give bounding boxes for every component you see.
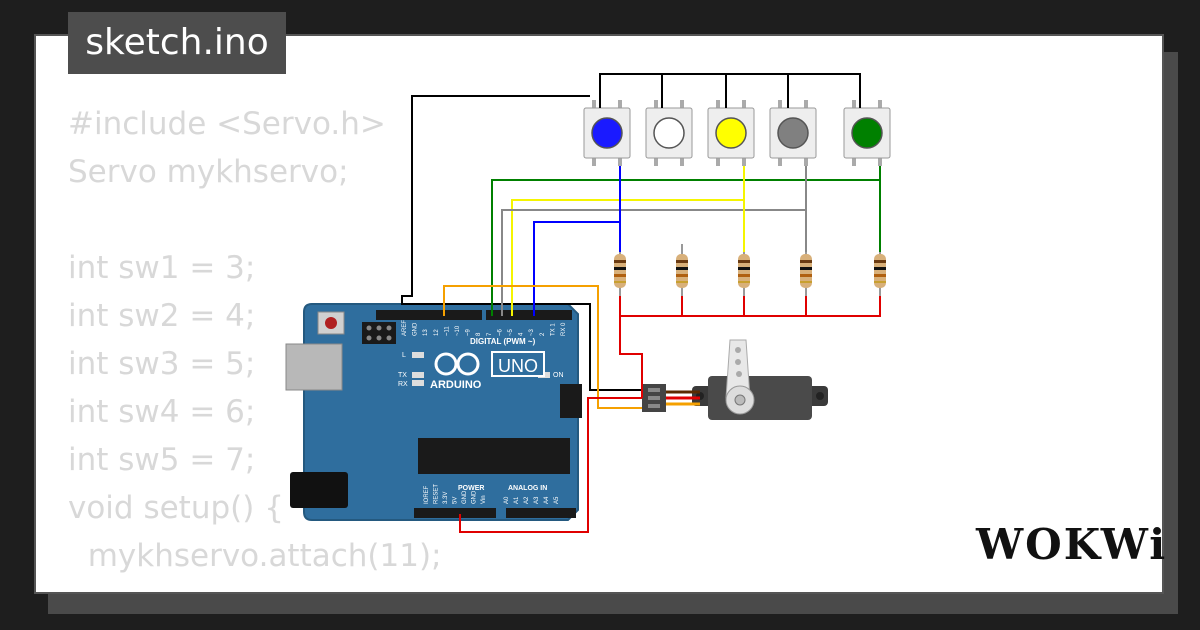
- on-label: ON: [553, 372, 564, 379]
- led-rx: [412, 380, 424, 386]
- pin-label: GND: [472, 490, 478, 504]
- button-cap[interactable]: [715, 117, 747, 149]
- pin-label: A0: [504, 496, 510, 504]
- pin-label: 8: [476, 332, 482, 336]
- pin-label: 12: [434, 329, 440, 336]
- pin-label: TX 1: [550, 323, 556, 336]
- pin-label: ~6: [497, 328, 503, 336]
- pin-label: 7: [487, 332, 493, 336]
- wire-gray: [501, 166, 807, 316]
- pin-label: 2: [540, 332, 546, 336]
- board-brand-label: ARDUINO: [430, 379, 482, 391]
- power-header: [414, 508, 496, 518]
- pin-label: ~3: [529, 328, 535, 336]
- button-cap[interactable]: [653, 117, 685, 149]
- pin-label: IOREF: [424, 485, 430, 504]
- pin-label: RESET: [434, 484, 440, 504]
- pin-label: A5: [554, 496, 560, 504]
- code-line: int sw5 = 7;: [68, 442, 256, 478]
- push-button[interactable]: [645, 100, 693, 166]
- led-l: [412, 352, 424, 358]
- pin-label: 13: [423, 329, 429, 336]
- button-cap[interactable]: [591, 117, 623, 149]
- led-rx-label: RX: [398, 381, 408, 388]
- pin-label: 3.3V: [443, 492, 449, 504]
- code-line: int sw4 = 6;: [68, 394, 256, 430]
- push-button[interactable]: [707, 100, 755, 166]
- top-pin-labels: AREF GND 13 12 ~11 ~10 ~9 8 7 ~6 ~5 4 ~3 2 TX 1 RX 0: [402, 320, 567, 336]
- wire-red-5v: [459, 397, 642, 533]
- power-jack: [290, 472, 348, 508]
- pin-label: ~10: [455, 325, 461, 336]
- pin-label: A1: [514, 496, 520, 504]
- pin-label: ~5: [508, 328, 514, 336]
- wire-red-servo: [619, 316, 643, 398]
- pin-label: GND: [413, 322, 419, 336]
- top-header-left: [376, 310, 482, 320]
- code-line: #include <Servo.h>: [68, 106, 386, 142]
- wire-yellow: [511, 166, 745, 316]
- resistor: [676, 244, 688, 300]
- button-cap[interactable]: [777, 117, 809, 149]
- arduino-infinity-logo: [434, 352, 480, 376]
- push-button[interactable]: [583, 100, 631, 166]
- top-header-right: [486, 310, 572, 320]
- power-header-label: POWER: [458, 485, 484, 492]
- code-editor: #include <Servo.h> Servo mykhservo; int …: [68, 100, 442, 580]
- board-model-label: UNO: [498, 356, 538, 376]
- resistor: [614, 244, 626, 300]
- led-tx-label: TX: [398, 372, 407, 379]
- atmega-chip: [418, 438, 570, 474]
- pin-label: 5V: [453, 497, 459, 504]
- code-line: void setup() {: [68, 490, 284, 526]
- resistor: [800, 244, 812, 300]
- wokwi-logo: WOKWi: [976, 520, 1168, 569]
- pin-label: A3: [534, 496, 540, 504]
- button-cap[interactable]: [851, 117, 883, 149]
- wires: [401, 73, 881, 533]
- file-title: sketch.ino: [68, 12, 286, 74]
- wire-orange: [443, 285, 642, 409]
- code-line: int sw3 = 5;: [68, 346, 256, 382]
- resistor: [738, 244, 750, 300]
- code-line: int sw2 = 4;: [68, 298, 256, 334]
- code-line: Servo mykhservo;: [68, 154, 349, 190]
- pin-label: RX 0: [561, 322, 567, 336]
- wire-black-gnd: [401, 95, 642, 391]
- pin-label: GND: [462, 490, 468, 504]
- wire-blue: [533, 166, 621, 316]
- pin-label: 4: [519, 332, 525, 336]
- arduino-uno-board[interactable]: UNO ARDUINO DIGITAL (PWM ~) POWER ANALOG…: [285, 303, 582, 521]
- wire-red-bus: [619, 296, 881, 317]
- wire-green: [491, 166, 881, 316]
- pin-label: ~9: [466, 328, 472, 336]
- pin-label: A2: [524, 496, 530, 504]
- push-buttons: [583, 100, 891, 166]
- wire-black-bus: [599, 73, 861, 108]
- analog-header-label: ANALOG IN: [508, 485, 547, 492]
- pin-label: ~11: [444, 326, 450, 336]
- resistor: [874, 244, 886, 300]
- analog-header: [506, 508, 576, 518]
- pin-label: Vin: [481, 495, 487, 504]
- usb-port: [285, 343, 343, 391]
- code-line: int sw1 = 3;: [68, 250, 256, 286]
- code-line: mykhservo.attach(11);: [68, 538, 442, 574]
- pin-label: A4: [544, 496, 550, 504]
- led-l-label: L: [402, 352, 406, 359]
- pin-label: AREF: [402, 320, 408, 336]
- servo-motor[interactable]: [642, 339, 828, 420]
- led-tx: [412, 372, 424, 378]
- push-button[interactable]: [843, 100, 891, 166]
- push-button[interactable]: [769, 100, 817, 166]
- resistors: [614, 244, 886, 300]
- digital-header-label: DIGITAL (PWM ~): [470, 337, 536, 346]
